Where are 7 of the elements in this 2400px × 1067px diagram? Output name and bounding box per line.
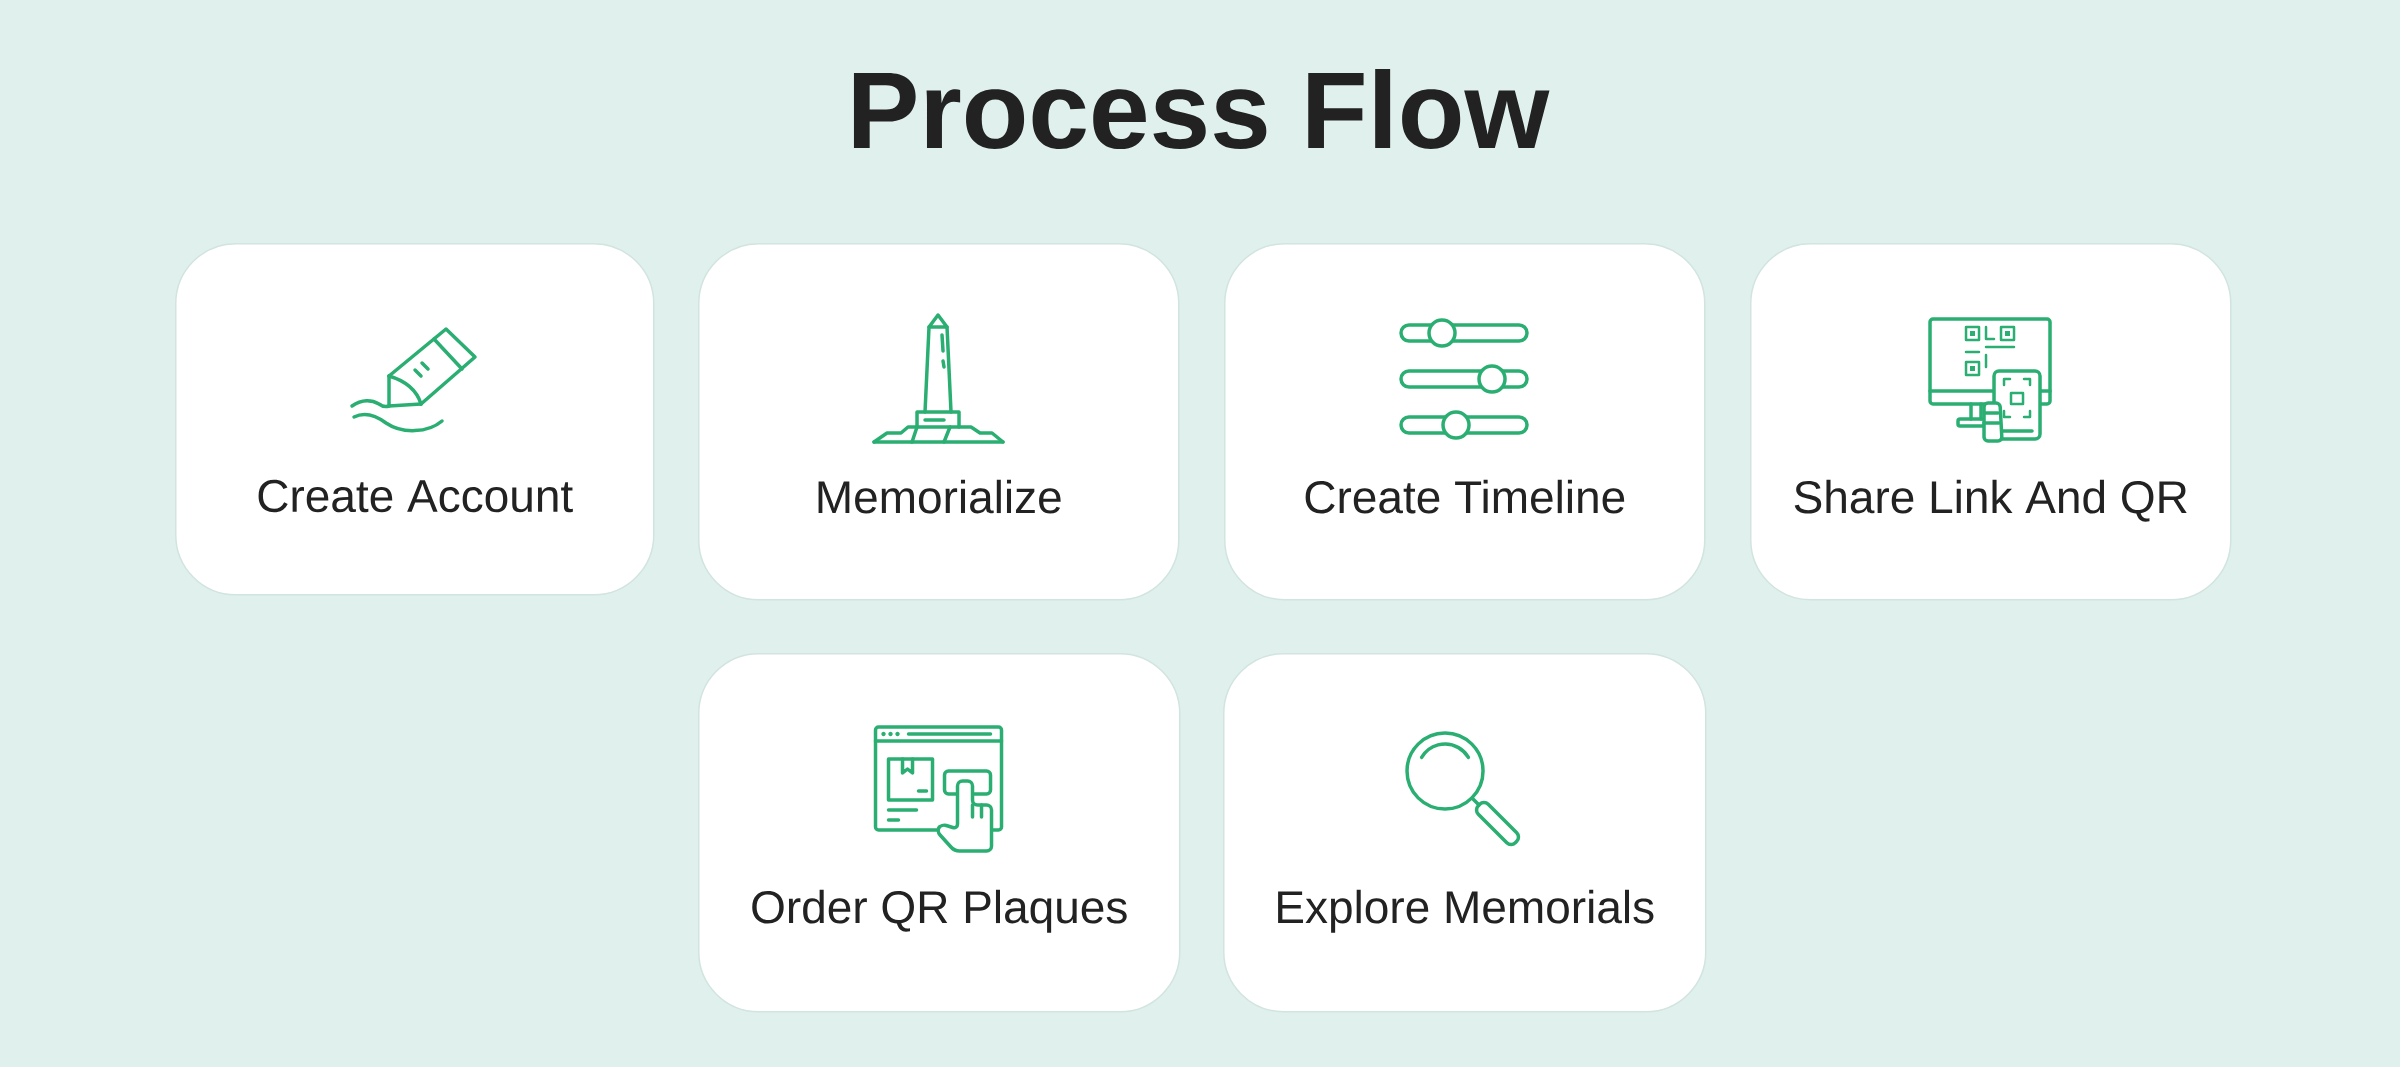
title: Process Flow [853, 69, 1550, 150]
process-card: Create Account [175, 243, 655, 596]
process-card: Create Timeline [1224, 243, 1706, 601]
process-card: Order QR Plaques [698, 653, 1181, 1013]
process-card: Explore Memorials [1223, 653, 1707, 1013]
process-card: Memorialize [698, 243, 1180, 601]
process-card: Share Link And QR [1750, 243, 2232, 601]
